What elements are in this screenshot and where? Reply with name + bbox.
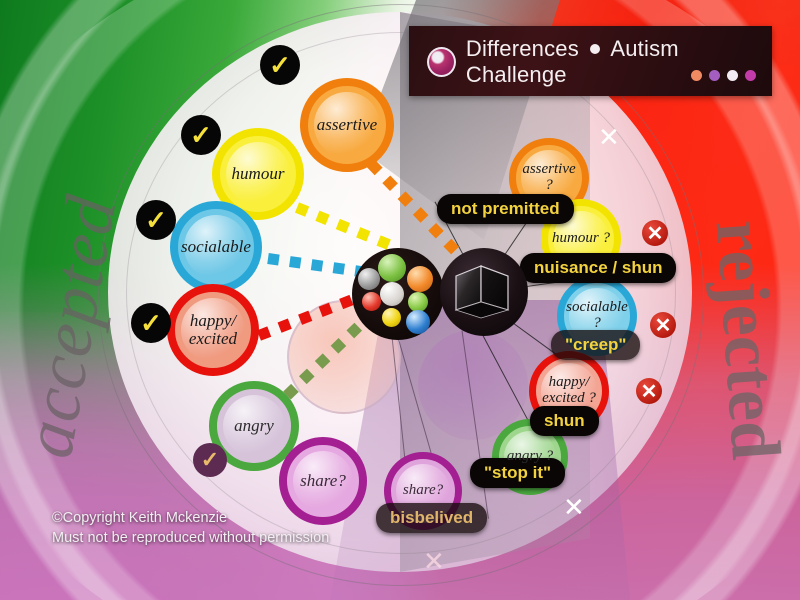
copyright-line-1: ©Copyright Keith Mckenzie	[52, 510, 228, 526]
bubble-label: humour	[231, 164, 285, 184]
bubble-label: happy/ excited	[188, 311, 238, 348]
bubble-gloss	[184, 215, 248, 279]
tag-stop-it[interactable]: "stop it"	[470, 458, 566, 488]
bubble-gloss	[292, 450, 354, 512]
bubble-angry-q[interactable]: angry ?	[492, 419, 568, 495]
ball-white	[380, 282, 404, 306]
bubble-happy-excited[interactable]: happy/ excited	[167, 284, 259, 376]
cross-icon-happy: ✕	[636, 378, 662, 404]
tag-shun[interactable]: shun	[530, 406, 599, 436]
header-banner: Differences Autism Challenge	[409, 26, 772, 96]
cube-icon	[454, 265, 510, 319]
check-icon-assertive: ✓	[260, 45, 300, 85]
bubble-gloss	[222, 394, 286, 458]
ball-red	[362, 292, 381, 311]
tag-nuisance-shun[interactable]: nuisance / shun	[520, 253, 677, 283]
ball-yellow	[382, 308, 401, 327]
bubble-angry[interactable]: angry	[209, 381, 299, 471]
tag-creep[interactable]: "creep"	[551, 330, 641, 360]
ball-lime	[408, 292, 428, 312]
ball-grey	[358, 268, 380, 290]
bubble-label: socialable ?	[566, 299, 628, 331]
bullet-dot-icon	[590, 44, 601, 55]
bubble-gloss	[181, 298, 245, 362]
ball-green	[378, 254, 406, 282]
bubble-label: socialable	[181, 237, 251, 257]
cross-icon-share: ✕	[423, 546, 445, 576]
cross-icon-assertive: ✕	[598, 122, 620, 152]
bubble-label: angry ?	[506, 448, 554, 465]
bubble-socialable[interactable]: socialable	[170, 201, 262, 293]
tag-not-premitted[interactable]: not premitted	[437, 194, 574, 224]
ball-orange	[407, 266, 433, 292]
bubble-label: share?	[402, 482, 444, 499]
bubble-gloss	[314, 92, 380, 158]
header-title: Differences Autism Challenge	[466, 36, 772, 88]
black-cube-node[interactable]	[440, 248, 528, 336]
copyright-line-2: Must not be reproduced without permissio…	[52, 529, 330, 546]
cross-icon-socialable: ✕	[650, 312, 676, 338]
bubble-label: angry	[234, 416, 274, 436]
bubble-label: assertive	[316, 115, 378, 135]
header-dot-row	[691, 70, 756, 81]
check-icon-happy: ✓	[131, 303, 171, 343]
bubble-label: happy/ excited ?	[542, 374, 596, 406]
dial-outline-inner	[126, 32, 676, 554]
header-title-row: Differences Autism Challenge	[427, 36, 772, 88]
header-title-primary: Differences	[465, 36, 579, 61]
tag-bisbelived[interactable]: bisbelived	[376, 503, 488, 533]
cross-icon-humour: ✕	[642, 220, 668, 246]
bubble-gloss	[226, 142, 290, 206]
check-icon-angry: ✓	[193, 443, 227, 477]
multi-colour-ball-cluster[interactable]	[352, 248, 444, 340]
dash-connector-socialable	[267, 253, 367, 278]
header-title-secondary: Autism Challenge	[465, 36, 679, 87]
differences-logo-icon	[427, 47, 456, 77]
cross-icon-angry: ✕	[563, 492, 585, 522]
dial-outline-outer	[98, 4, 704, 586]
header-dot-4	[745, 70, 756, 81]
bubble-humour[interactable]: humour	[212, 128, 304, 220]
copyright-notice: ©Copyright Keith Mckenzie Must not be re…	[52, 509, 329, 548]
bubble-assertive[interactable]: assertive	[300, 78, 394, 172]
bubble-label: share?	[300, 471, 346, 491]
bubble-label: humour ?	[552, 230, 610, 247]
header-dot-1	[691, 70, 702, 81]
bubble-label: assertive ?	[522, 161, 576, 193]
header-dot-2	[709, 70, 720, 81]
check-icon-humour: ✓	[181, 115, 221, 155]
bubble-share[interactable]: share?	[279, 437, 367, 525]
ball-blue	[406, 310, 430, 334]
check-icon-socialable: ✓	[136, 200, 176, 240]
header-dot-3	[727, 70, 738, 81]
